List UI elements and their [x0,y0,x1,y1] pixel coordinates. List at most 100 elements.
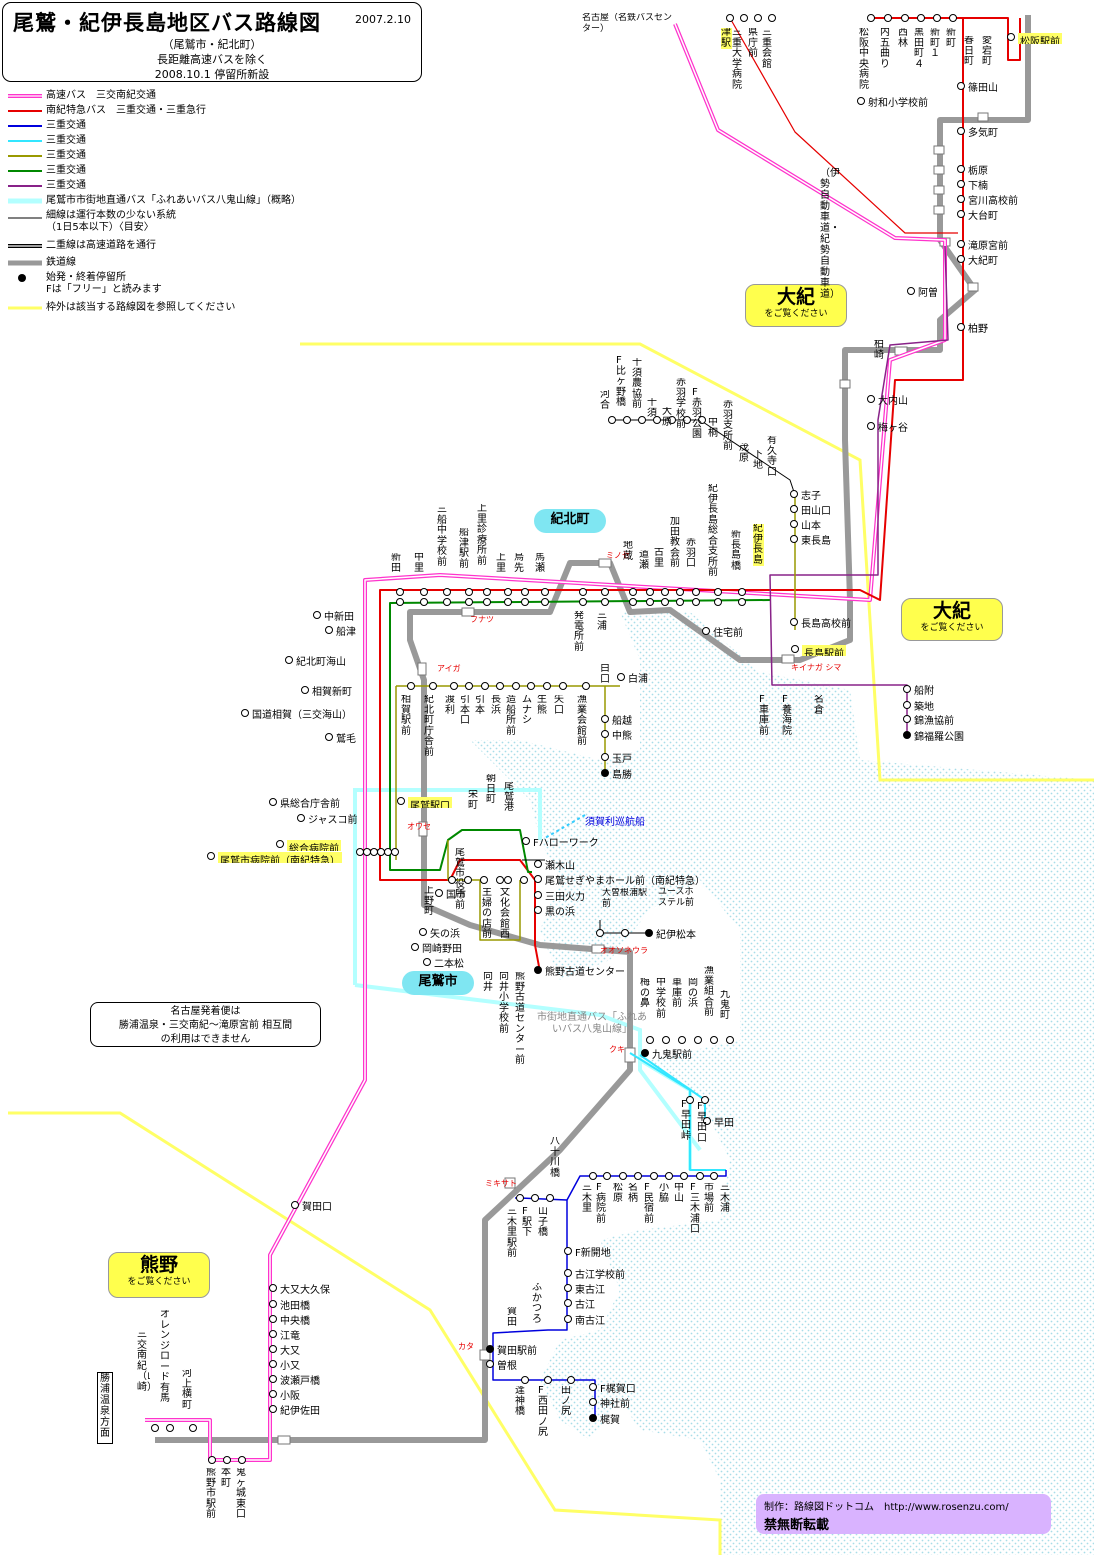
bus-stop-marker[interactable] [420,598,428,606]
bus-stop-marker[interactable] [957,165,965,173]
bus-stop-marker[interactable] [544,1376,552,1384]
bus-stop-marker[interactable] [903,715,911,723]
bus-stop-marker[interactable] [698,416,706,424]
bus-stop-marker[interactable] [465,682,473,690]
bus-stop-marker[interactable] [726,1036,734,1044]
bus-stop-marker[interactable] [1007,33,1015,41]
bus-stop-marker[interactable] [516,1194,524,1202]
bus-stop-marker[interactable] [696,1172,704,1180]
bus-stop-marker[interactable] [564,1315,572,1323]
bus-stop-marker[interactable] [933,14,941,22]
bus-stop-marker[interactable] [325,733,333,741]
bus-stop-marker[interactable] [629,588,637,596]
bus-stop-marker[interactable] [411,943,419,951]
bus-stop-marker[interactable] [867,395,875,403]
bus-stop-marker[interactable] [291,1201,299,1209]
bus-stop-marker[interactable] [754,14,762,22]
bus-stop-marker[interactable] [391,848,399,856]
bus-stop-marker[interactable] [520,876,528,884]
bus-stop-marker[interactable] [396,598,404,606]
bus-stop-marker[interactable] [867,14,875,22]
bus-stop-marker[interactable] [589,1172,597,1180]
bus-stop-marker[interactable] [429,682,437,690]
bus-stop-marker[interactable] [151,1424,159,1432]
bus-stop-marker[interactable] [601,753,609,761]
bus-stop-marker[interactable] [957,210,965,218]
bus-stop-marker[interactable] [579,598,587,606]
bus-stop-marker[interactable] [653,416,661,424]
bus-stop-marker[interactable] [325,626,333,634]
bus-stop-marker[interactable] [917,14,925,22]
bus-stop-marker[interactable] [665,1172,673,1180]
bus-stop-marker[interactable] [601,598,609,606]
bus-stop-marker[interactable] [407,682,415,690]
bus-stop-marker[interactable] [559,682,567,690]
bus-stop-marker[interactable] [223,1456,231,1464]
bus-stop-marker[interactable] [692,588,700,596]
bus-stop-marker[interactable] [269,1315,277,1323]
bus-stop-marker[interactable] [710,1172,718,1180]
bus-stop-marker[interactable] [646,1036,654,1044]
bus-stop-marker[interactable] [676,598,684,606]
ref-kumano[interactable]: 熊野 をご覧ください [108,1252,210,1298]
bus-stop-marker[interactable] [301,686,309,694]
bus-stop-marker[interactable] [621,929,629,937]
bus-stop-marker[interactable] [738,598,746,606]
bus-stop-marker[interactable] [269,1375,277,1383]
bus-stop-marker[interactable] [166,1424,174,1432]
bus-stop-marker[interactable] [714,588,722,596]
bus-stop-marker[interactable] [907,287,915,295]
bus-stop-marker[interactable] [601,588,609,596]
bus-stop-marker[interactable] [534,875,542,883]
bus-stop-marker[interactable] [634,1172,642,1180]
bus-stop-marker[interactable] [531,1194,539,1202]
bus-stop-marker[interactable] [601,715,609,723]
bus-stop-marker[interactable] [694,1036,702,1044]
bus-stop-marker[interactable] [423,958,431,966]
bus-stop-marker[interactable] [676,588,684,596]
bus-stop-marker[interactable] [790,618,798,626]
bus-stop-marker[interactable] [668,416,676,424]
bus-stop-marker[interactable] [884,14,892,22]
bus-stop-marker[interactable] [768,14,776,22]
bus-stop-marker[interactable] [603,1172,611,1180]
bus-stop-marker[interactable] [589,1383,597,1391]
bus-stop-marker[interactable] [579,588,587,596]
bus-stop-marker[interactable] [596,929,604,937]
bus-stop-marker[interactable] [521,598,529,606]
bus-stop-marker[interactable] [692,598,700,606]
bus-stop-marker[interactable] [527,682,535,690]
bus-stop-marker[interactable] [241,709,249,717]
bus-stop-marker[interactable] [504,598,512,606]
bus-stop-marker[interactable] [957,240,965,248]
bus-stop-marker[interactable] [269,1300,277,1308]
bus-stop-marker[interactable] [448,876,456,884]
bus-stop-marker[interactable] [957,180,965,188]
bus-stop-marker[interactable] [285,656,293,664]
bus-stop-marker[interactable] [601,769,609,777]
ref-taiki-1[interactable]: 大紀 をご覧ください [745,284,847,327]
bus-stop-marker[interactable] [645,929,653,937]
bus-stop-marker[interactable] [589,1398,597,1406]
bus-stop-marker[interactable] [269,1360,277,1368]
bus-stop-marker[interactable] [680,1172,688,1180]
bus-stop-marker[interactable] [641,1049,649,1057]
bus-stop-marker[interactable] [443,588,451,596]
bus-stop-marker[interactable] [496,876,504,884]
bus-stop-marker[interactable] [522,837,530,845]
bus-stop-marker[interactable] [396,588,404,596]
bus-stop-marker[interactable] [901,14,909,22]
bus-stop-marker[interactable] [464,876,472,884]
bus-stop-marker[interactable] [465,598,473,606]
bus-stop-marker[interactable] [397,797,405,805]
bus-stop-marker[interactable] [512,682,520,690]
bus-stop-marker[interactable] [790,505,798,513]
bus-stop-marker[interactable] [564,1269,572,1277]
bus-stop-marker[interactable] [269,1284,277,1292]
bus-stop-marker[interactable] [650,1172,658,1180]
ref-taiki-2[interactable]: 大紀 をご覧ください [901,598,1003,641]
bus-stop-marker[interactable] [957,82,965,90]
bus-stop-marker[interactable] [957,323,965,331]
bus-stop-marker[interactable] [564,1284,572,1292]
bus-stop-marker[interactable] [738,588,746,596]
